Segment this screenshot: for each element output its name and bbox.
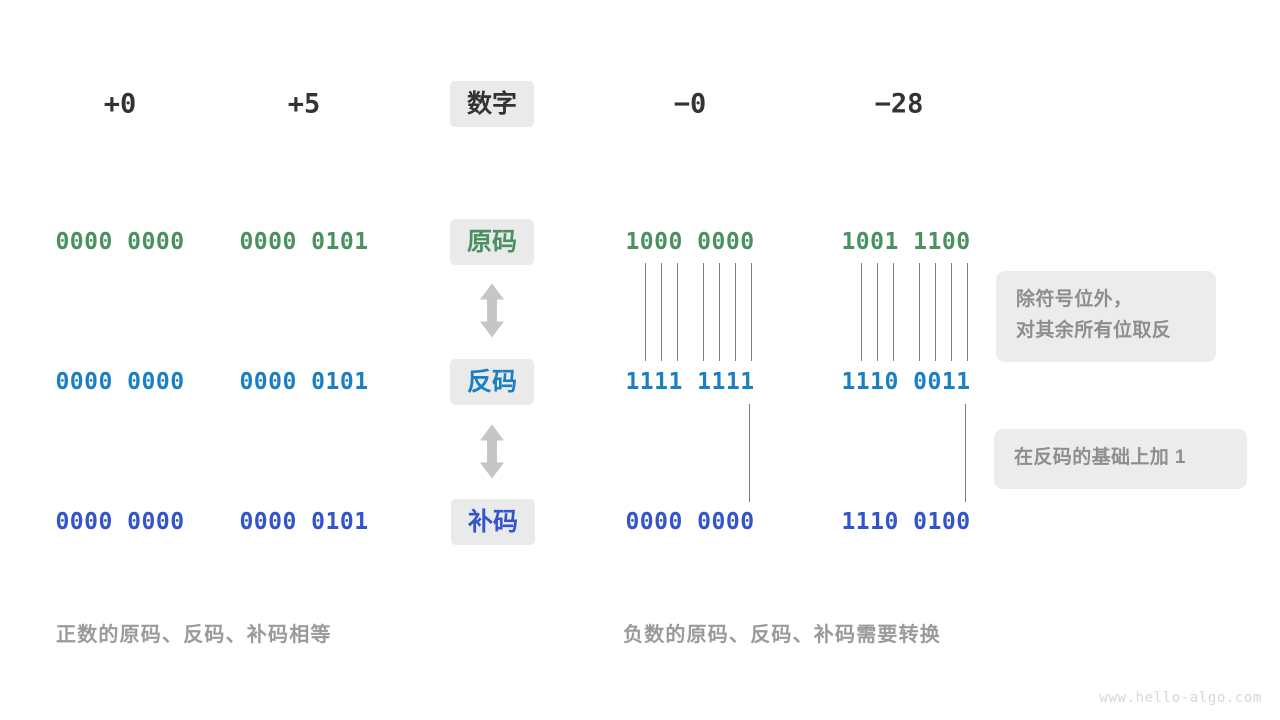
connector-tick <box>967 263 968 361</box>
connector-tick <box>661 263 662 361</box>
true-to-ones-arrow <box>475 283 509 344</box>
true-form-plus-five-bits: 0000 0101 <box>239 229 369 255</box>
header-value-minus-zero: −0 <box>673 88 707 120</box>
connector-tick <box>703 263 704 361</box>
connector-tick <box>735 263 736 361</box>
connector-tick <box>751 263 752 361</box>
watermark: www.hello-algo.com <box>1099 690 1262 706</box>
header-value-plus-five: +5 <box>287 88 321 120</box>
connector-tick <box>645 263 646 361</box>
connector-tick <box>749 404 750 502</box>
note-invert-non-sign-bits: 除符号位外， 对其余所有位取反 <box>996 271 1216 362</box>
header-badge-number: 数字 <box>449 81 535 127</box>
true-form-minus-twentyeight-bits: 1001 1100 <box>841 229 971 255</box>
row-badge-true-form: 原码 <box>449 219 535 265</box>
ones-complement-plus-zero-bits: 0000 0000 <box>55 369 185 395</box>
connector-tick <box>935 263 936 361</box>
true-form-plus-zero-bits: 0000 0000 <box>55 229 185 255</box>
connector-tick <box>877 263 878 361</box>
row-badge-twos-complement: 补码 <box>450 499 536 545</box>
twos-complement-plus-five-bits: 0000 0101 <box>239 509 369 535</box>
header-value-minus-twentyeight: −28 <box>874 88 924 120</box>
connector-tick <box>677 263 678 361</box>
caption-positive-numbers: 正数的原码、反码、补码相等 <box>56 624 332 646</box>
connector-tick <box>861 263 862 361</box>
caption-negative-numbers: 负数的原码、反码、补码需要转换 <box>623 624 941 646</box>
connector-tick <box>951 263 952 361</box>
connector-tick <box>919 263 920 361</box>
ones-to-twos-arrow <box>475 424 509 485</box>
twos-complement-minus-zero-bits: 0000 0000 <box>625 509 755 535</box>
row-badge-ones-complement: 反码 <box>449 359 535 405</box>
connector-tick <box>719 263 720 361</box>
header-value-plus-zero: +0 <box>103 88 137 120</box>
note-add-one-to-ones-complement: 在反码的基础上加 1 <box>994 429 1247 489</box>
ones-complement-plus-five-bits: 0000 0101 <box>239 369 369 395</box>
true-form-minus-zero-bits: 1000 0000 <box>625 229 755 255</box>
twos-complement-minus-twentyeight-bits: 1110 0100 <box>841 509 971 535</box>
ones-complement-minus-zero-bits: 1111 1111 <box>625 369 755 395</box>
twos-complement-plus-zero-bits: 0000 0000 <box>55 509 185 535</box>
ones-complement-minus-twentyeight-bits: 1110 0011 <box>841 369 971 395</box>
connector-tick <box>893 263 894 361</box>
connector-tick <box>965 404 966 502</box>
